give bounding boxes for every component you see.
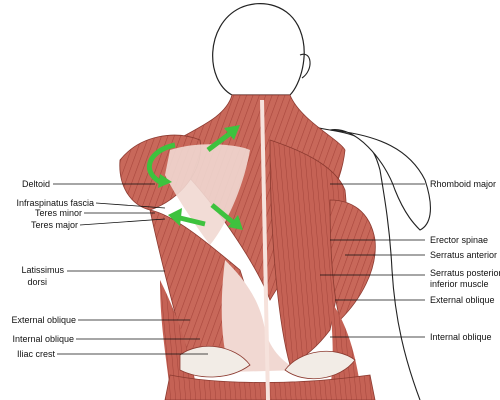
label-latissimus: Latissimus [21, 265, 64, 275]
label-dorsi: dorsi [27, 277, 47, 287]
label-teres-major: Teres major [30, 220, 78, 230]
down-right-arrow-icon [210, 203, 243, 230]
label-deltoid: Deltoid [21, 179, 50, 189]
label-inferior-muscle: inferior muscle [430, 279, 489, 289]
serratus-muscles [329, 199, 376, 321]
label-serratus-anterior: Serratus anterior [430, 250, 498, 260]
label-external-oblique-right: External oblique [430, 295, 495, 305]
ear-outline [299, 53, 311, 79]
label-serratus-posterior: Serratus posterior [430, 268, 500, 278]
label-internal-oblique-left: Internal oblique [12, 334, 74, 344]
rhomboid-erector-muscles [269, 139, 347, 366]
leader-lines-left [53, 183, 208, 355]
thoracolumbar-fascia [221, 260, 300, 372]
gluteal-muscles [164, 374, 376, 400]
iliac-crest-right [284, 350, 356, 380]
spine-line [260, 99, 270, 400]
label-erector-spinae: Erector spinae [430, 235, 489, 245]
label-infraspinatus-fascia: Infraspinatus fascia [16, 198, 94, 208]
scapula-fascia [165, 144, 250, 245]
curved-arrow-icon [146, 142, 176, 188]
label-internal-oblique-right: Internal oblique [430, 332, 492, 342]
label-external-oblique-left: External oblique [11, 315, 76, 325]
head-outline [212, 3, 305, 96]
label-teres-minor: Teres minor [34, 208, 82, 218]
left-arrow-icon [168, 208, 206, 227]
label-iliac-crest: Iliac crest [16, 349, 55, 359]
up-right-arrow-icon [206, 125, 240, 152]
leader-lines-right [320, 183, 425, 338]
label-rhomboid-major: Rhomboid major [430, 179, 497, 189]
arm-outline-right [329, 129, 431, 231]
